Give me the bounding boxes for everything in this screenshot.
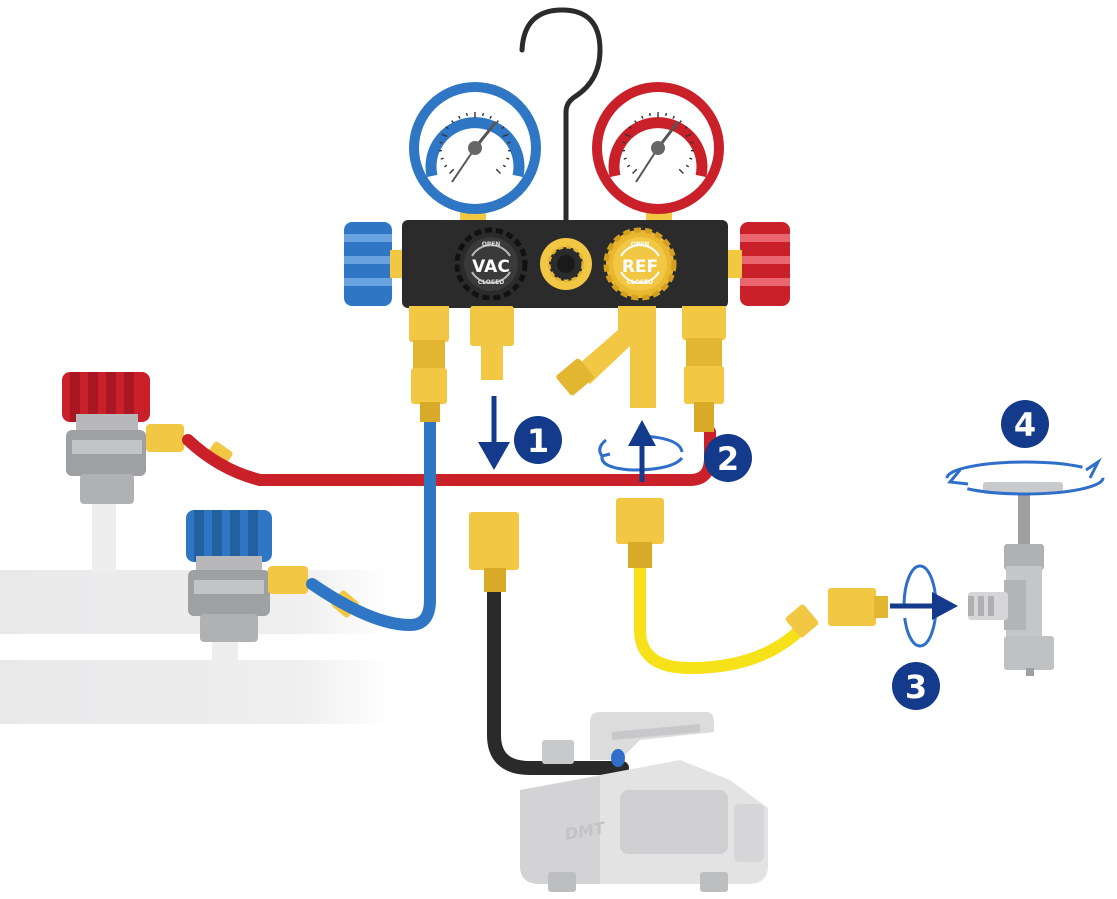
- step-badge-3: 3: [892, 662, 940, 710]
- ref-knob-label: REF: [622, 257, 658, 277]
- high-gauge-needle-hub: [651, 141, 665, 155]
- refrigerant-tank-valve: [968, 482, 1063, 676]
- gauge-tick: [441, 158, 444, 159]
- step-badge-2: 2: [704, 434, 752, 482]
- step-1-down-arrow: [478, 396, 510, 470]
- step-badge-1: 1: [514, 416, 562, 464]
- gauge-tick: [650, 113, 651, 116]
- step-2-number: 2: [717, 440, 739, 478]
- step-badge-4: 4: [1001, 400, 1049, 448]
- hanging-hook: [522, 10, 600, 224]
- step-1-number: 1: [527, 422, 549, 460]
- step-3-rotate-arrow: [890, 566, 958, 646]
- ref-knob[interactable]: OPEN REF CLOSED: [606, 230, 674, 298]
- charge-hose-end-fitting: [828, 588, 876, 626]
- gauge-tick: [666, 113, 667, 116]
- refrigerant-y-port: [572, 306, 656, 408]
- gauge-tick: [689, 158, 692, 159]
- center-sight-glass: [540, 238, 592, 290]
- high-side-service-valve: [62, 372, 234, 504]
- vac-knob[interactable]: OPEN VAC CLOSED: [457, 230, 525, 298]
- vacuum-port: [470, 306, 514, 346]
- vac-knob-closed-text: CLOSED: [478, 279, 505, 286]
- step-4-number: 4: [1014, 406, 1036, 444]
- vac-knob-label: VAC: [472, 257, 510, 277]
- high-side-coupler: [146, 424, 184, 452]
- manifold-gauge-set: OPEN VAC CLOSED OPEN REF CLOSED: [344, 10, 790, 408]
- manifold-ports: [409, 306, 726, 408]
- charge-hose-coupler: [616, 498, 664, 544]
- gauge-tick: [624, 158, 627, 159]
- high-side-gauge: [592, 82, 724, 214]
- low-side-coupler: [268, 566, 308, 594]
- step-3-number: 3: [905, 668, 927, 706]
- vacuum-pump: DMT: [520, 712, 768, 892]
- ref-knob-open-text: OPEN: [631, 241, 650, 248]
- gauge-tick: [483, 113, 484, 116]
- gauge-tick: [467, 113, 468, 116]
- vac-knob-open-text: OPEN: [482, 241, 501, 248]
- ref-knob-closed-text: CLOSED: [627, 279, 654, 286]
- low-gauge-needle-hub: [468, 141, 482, 155]
- gauge-tick: [506, 158, 509, 159]
- yellow-charge-hose: [640, 565, 800, 668]
- vacuum-hose-coupler: [469, 512, 519, 570]
- step-2-rotate-arrow: [600, 420, 682, 482]
- low-side-gauge: [409, 82, 541, 214]
